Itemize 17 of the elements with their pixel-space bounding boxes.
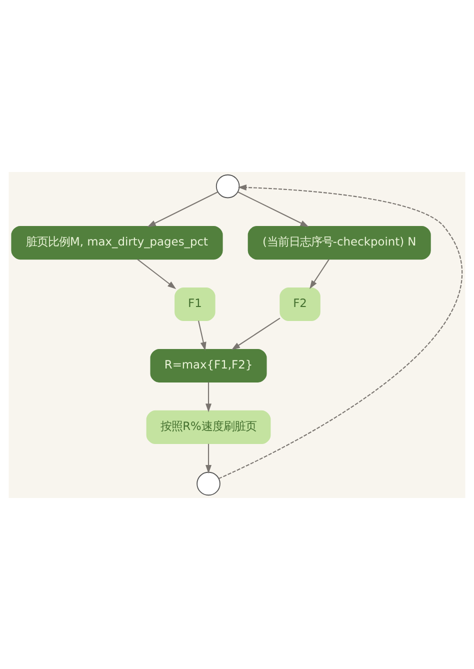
node-box: R=max{F1,F2} <box>150 348 267 382</box>
arrow <box>238 191 309 227</box>
node-box: 脏页比例M, max_dirty_pages_pct <box>11 225 223 260</box>
arrow <box>198 320 206 350</box>
arrow <box>218 184 462 479</box>
arrow <box>147 191 218 227</box>
arrow <box>206 382 212 412</box>
arrow <box>206 443 212 474</box>
arrow <box>231 317 280 350</box>
node-circle <box>196 471 220 496</box>
arrow <box>137 258 176 289</box>
node-box: (当前日志序号-checkpoint) N <box>248 225 431 260</box>
arrow <box>310 258 330 289</box>
node-circle <box>216 174 240 198</box>
node-box: F1 <box>174 286 216 321</box>
node-box: F2 <box>280 286 320 321</box>
node-box: 按照R%速度刷脏页 <box>146 410 271 444</box>
